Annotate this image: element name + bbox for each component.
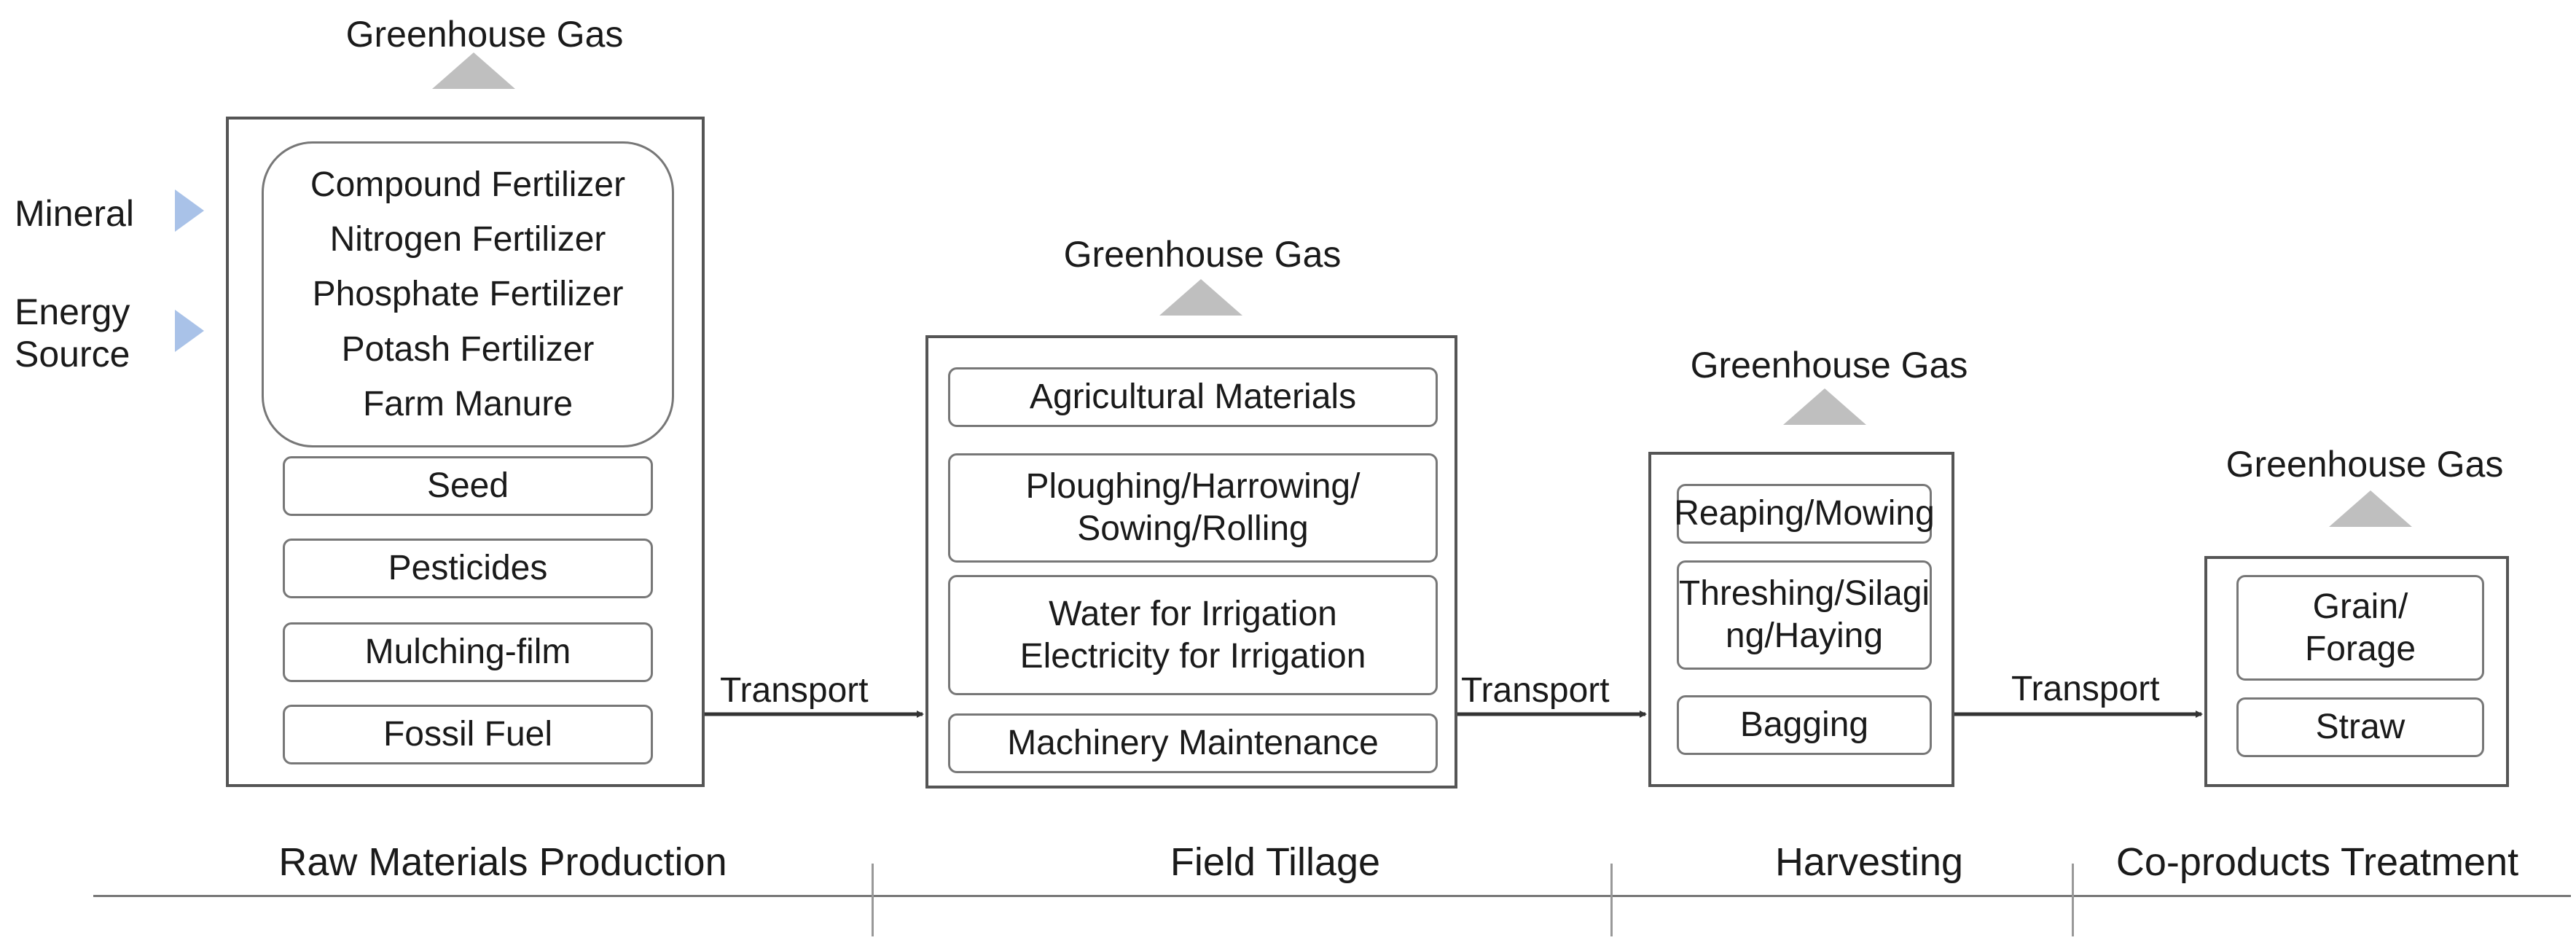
ghg-label-harvest: Greenhouse Gas — [1690, 345, 1968, 386]
emission-arrow-coproducts — [2329, 490, 2412, 527]
emission-arrow-raw — [432, 52, 515, 89]
grain-line-2: Forage — [2304, 629, 2416, 668]
fertilizer-group: Compound Fertilizer Nitrogen Fertilizer … — [262, 141, 674, 447]
irrigation: Water for Irrigation Electricity for Irr… — [948, 575, 1438, 695]
bagging: Bagging — [1677, 695, 1932, 755]
input-seed: Seed — [283, 456, 653, 516]
grain-forage: Grain/ Forage — [2236, 575, 2484, 681]
ploughing-line-1: Ploughing/Harrowing/ — [1025, 467, 1361, 506]
fertilizer-manure: Farm Manure — [362, 385, 573, 424]
threshing-line-1: Threshing/Silagi — [1678, 574, 1930, 614]
stage-harvesting: Reaping/Mowing Threshing/Silagi ng/Hayin… — [1648, 452, 1954, 787]
fertilizer-potash: Potash Fertilizer — [341, 329, 595, 369]
timeline-axis — [93, 895, 2571, 897]
stage-raw-materials: Compound Fertilizer Nitrogen Fertilizer … — [226, 117, 705, 787]
fertilizer-phosphate: Phosphate Fertilizer — [312, 275, 624, 314]
ghg-label-raw: Greenhouse Gas — [345, 14, 624, 55]
input-fossil-fuel: Fossil Fuel — [283, 705, 653, 764]
threshing-line-2: ng/Haying — [1725, 617, 1884, 655]
phase-divider-3 — [2072, 864, 2074, 936]
transport-label-2: Transport — [1461, 671, 1610, 710]
input-energy-arrow — [175, 310, 204, 352]
reaping-mowing: Reaping/Mowing — [1674, 484, 1935, 544]
input-mineral-arrow — [175, 189, 204, 232]
input-mulching-film: Mulching-film — [283, 622, 653, 682]
emission-arrow-harvest — [1783, 388, 1866, 425]
machinery-maintenance: Machinery Maintenance — [948, 713, 1438, 773]
transport-label-3: Transport — [2011, 670, 2160, 708]
transport-label-1: Transport — [720, 671, 869, 710]
ploughing-line-2: Sowing/Rolling — [1077, 509, 1309, 548]
ghg-label-tillage: Greenhouse Gas — [1063, 234, 1342, 275]
phase-raw-materials: Raw Materials Production — [278, 840, 727, 884]
irrigation-electricity: Electricity for Irrigation — [1019, 636, 1366, 676]
straw: Straw — [2236, 697, 2484, 757]
ghg-label-coproducts: Greenhouse Gas — [2225, 444, 2504, 485]
phase-divider-2 — [1610, 864, 1613, 936]
agricultural-materials: Agricultural Materials — [948, 367, 1438, 427]
stage-field-tillage: Agricultural Materials Ploughing/Harrowi… — [925, 335, 1457, 788]
fertilizer-nitrogen: Nitrogen Fertilizer — [329, 219, 606, 259]
ploughing-sowing: Ploughing/Harrowing/ Sowing/Rolling — [948, 453, 1438, 563]
phase-divider-1 — [872, 864, 874, 936]
input-energy-label: Energy Source — [15, 291, 130, 375]
phase-harvesting: Harvesting — [1774, 840, 1964, 884]
phase-coproducts: Co-products Treatment — [2115, 840, 2519, 884]
irrigation-water: Water for Irrigation — [1049, 594, 1337, 633]
threshing-silaging-haying: Threshing/Silagi ng/Haying — [1677, 560, 1932, 670]
phase-field-tillage: Field Tillage — [1170, 840, 1381, 884]
input-pesticides: Pesticides — [283, 539, 653, 598]
stage-coproducts: Grain/ Forage Straw — [2204, 556, 2509, 787]
fertilizer-compound: Compound Fertilizer — [310, 165, 626, 204]
grain-line-1: Grain/ — [2312, 587, 2408, 626]
emission-arrow-tillage — [1159, 279, 1242, 316]
input-mineral-label: Mineral — [15, 193, 134, 234]
